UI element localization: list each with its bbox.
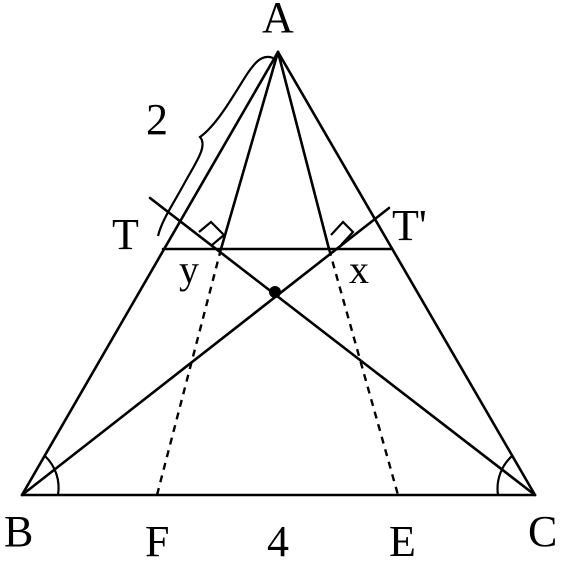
label-B: B [4,507,33,556]
brace-AT [156,55,274,237]
label-F: F [145,517,169,561]
bisector-from-B [20,206,391,497]
bisector-from-C [148,196,537,497]
label-length-BC: 4 [267,517,289,561]
label-T: T [112,210,139,259]
label-C: C [528,507,557,556]
label-A: A [262,0,294,42]
bisector-intersection-point [269,286,281,298]
perpendicular-A-y [219,50,280,251]
label-y: y [179,247,199,292]
label-x: x [349,247,369,292]
label-T-prime: T' [392,201,427,250]
right-angle-marker-x [330,220,355,246]
side-AC [276,50,537,497]
perpendicular-A-x [276,50,331,251]
dashed-to-E [327,248,400,496]
angle-arc-C [496,455,513,496]
angle-arc-B [44,455,60,496]
side-AB [20,50,280,497]
label-E: E [389,517,416,561]
label-length-AT: 2 [146,95,168,144]
right-angle-marker-y [198,220,226,246]
dashed-to-F [155,248,223,496]
